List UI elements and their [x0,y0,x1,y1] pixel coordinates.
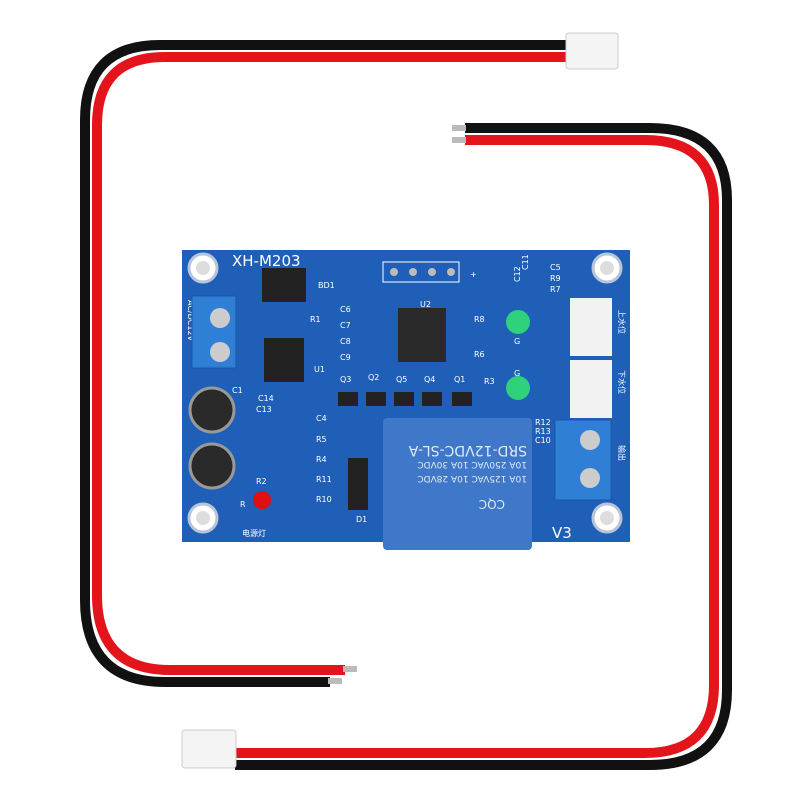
relay-rating-1: 10A 250VAC 10A 30VDC [417,459,527,469]
ref-label: C11 [521,254,530,270]
ref-label: R5 [316,435,327,444]
ref-label: C12 [513,266,522,282]
ref-label: + [470,270,477,279]
ref-label: C6 [340,305,351,314]
led-label: G [514,337,520,346]
wire-pair-bottom-right [181,123,732,770]
jst-connector [181,729,237,769]
ref-label: R8 [474,315,485,324]
ref-label: D1 [356,515,367,524]
ref-label: R [240,500,246,509]
board-model: XH-M203 [232,252,301,270]
diode-d1 [348,458,368,510]
ref-label: Q5 [396,375,407,384]
power-led-label: 电源灯 [242,528,266,538]
ref-label: C7 [340,321,351,330]
ref-label: R4 [316,455,327,464]
led-power-red [253,491,271,509]
ref-label: U2 [420,300,431,309]
jst-connector [565,32,619,70]
led-label: G [514,369,520,378]
ref-label: C14 [258,394,274,403]
ref-label: C13 [256,405,272,414]
ic-u2 [398,308,446,362]
ref-label: U1 [314,365,325,374]
sensor-connector-lower [570,360,612,418]
output-terminal-block [554,419,612,501]
ref-label: C8 [340,337,351,346]
ref-label: C10 [535,436,551,445]
ref-label: R2 [256,477,267,486]
ref-label: C4 [316,414,327,423]
sensor-connector-upper [570,298,612,356]
ref-label: Q3 [340,375,351,384]
power-label: AC/DC12V [186,300,195,342]
ref-label: C9 [340,353,351,362]
upper-level-label: 上水位 [617,310,627,334]
ref-label: C1 [232,386,243,395]
relay-rating-2: 10A 125VAC 10A 28VDC [417,473,527,483]
pin-header [382,261,460,283]
ref-label: R7 [550,285,561,294]
relay-cert: CQC [479,497,505,511]
ref-label: R12 [535,418,551,427]
ref-label: R9 [550,274,561,283]
ref-label: R13 [535,427,551,436]
ref-label: R1 [310,315,321,324]
led-green-upper [506,310,530,334]
output-label: 输出 [617,445,627,461]
ref-label: Q1 [454,375,465,384]
capacitor-c1 [188,386,236,434]
board-version: V3 [552,524,572,542]
ref-label: R10 [316,495,332,504]
wire-pair-top-left [80,32,619,687]
transistors [338,392,472,406]
ref-label: R11 [316,475,332,484]
relay-model: SRD-12VDC-SL-A [408,442,527,458]
regulator-u1 [264,338,304,382]
capacitor-c14 [188,442,236,490]
relay: SRD-12VDC-SL-A 10A 250VAC 10A 30VDC 10A … [383,418,532,550]
ref-label: BD1 [318,281,335,290]
lower-level-label: 下水位 [617,370,627,394]
bridge-rectifier [262,268,306,302]
ref-label: R3 [484,377,495,386]
ref-label: Q4 [424,375,435,384]
ref-label: Q2 [368,373,379,382]
led-green-lower [506,376,530,400]
ref-label: C5 [550,263,561,272]
ref-label: R6 [474,350,485,359]
